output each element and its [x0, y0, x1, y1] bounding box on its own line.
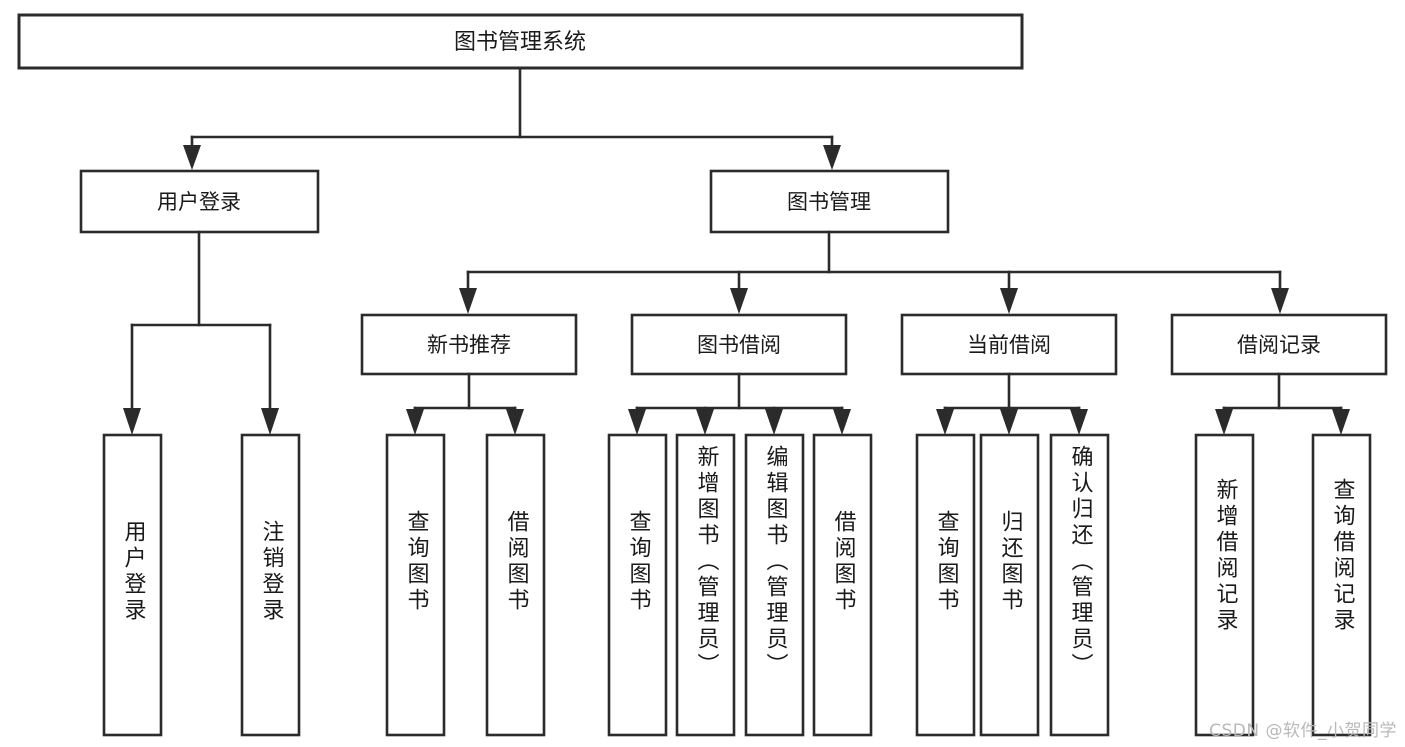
node-current-borrow-label: 当前借阅 — [967, 333, 1051, 357]
arrowhead-to-borrow-record — [1271, 288, 1289, 314]
node-root-label: 图书管理系统 — [454, 30, 586, 55]
leaf-boxes-new-book — [385, 433, 546, 737]
arrowhead-leaf-book-borrow-3 — [833, 409, 851, 435]
node-book-manage[interactable]: 图书管理 — [709, 169, 950, 234]
arrowhead-leaf-user-login-1 — [261, 408, 279, 435]
arrowhead-to-user-login — [183, 145, 201, 170]
connector-book-manage-to-level2 — [459, 230, 1289, 314]
node-new-book[interactable]: 新书推荐 — [360, 313, 578, 376]
connector-book-borrow-to-leaves — [628, 372, 851, 435]
leaf-box-user-login-1[interactable] — [240, 433, 301, 737]
leaf-box-new-book-1[interactable] — [485, 433, 546, 737]
leaf-box-borrow-record-1[interactable] — [1311, 433, 1372, 737]
node-user-login-box — [79, 169, 320, 234]
leaf-box-book-borrow-1[interactable] — [675, 433, 736, 737]
arrowhead-to-current-borrow — [1000, 288, 1018, 314]
leaf-box-new-book-0[interactable] — [385, 433, 446, 737]
node-new-book-label: 新书推荐 — [427, 333, 511, 357]
arrowhead-leaf-current-borrow-0 — [936, 409, 954, 435]
arrowhead-leaf-book-borrow-2 — [765, 409, 783, 435]
arrowhead-leaf-borrow-record-1 — [1332, 409, 1350, 435]
node-book-borrow[interactable]: 图书借阅 — [630, 313, 848, 376]
connector-user-login-to-leaves — [123, 230, 279, 435]
leaf-box-book-borrow-3[interactable] — [812, 433, 873, 737]
node-root[interactable]: 图书管理系统 — [17, 13, 1024, 70]
connector-root-to-level1 — [183, 66, 841, 170]
leaf-boxes-user-login — [102, 433, 301, 737]
connector-borrow-record-to-leaves — [1215, 372, 1350, 435]
leaf-box-book-borrow-0[interactable] — [607, 433, 668, 737]
arrowhead-leaf-new-book-0 — [406, 409, 424, 435]
arrowhead-leaf-borrow-record-0 — [1215, 409, 1233, 435]
leaf-box-user-login-0[interactable] — [102, 433, 163, 737]
arrowhead-to-book-borrow — [730, 288, 748, 314]
leaf-box-current-borrow-2[interactable] — [1049, 433, 1110, 737]
arrowhead-leaf-current-borrow-2 — [1070, 409, 1088, 435]
node-root-box — [17, 13, 1024, 70]
arrowhead-leaf-book-borrow-0 — [628, 409, 646, 435]
arrowhead-leaf-new-book-1 — [506, 409, 524, 435]
connector-current-borrow-to-leaves — [936, 372, 1088, 435]
leaf-box-borrow-record-0[interactable] — [1194, 433, 1255, 737]
node-current-borrow[interactable]: 当前借阅 — [900, 313, 1118, 376]
watermark-text: CSDN @软件_小贺同学 — [1209, 721, 1397, 741]
connector-new-book-to-leaves — [406, 372, 524, 435]
arrowhead-leaf-book-borrow-1 — [696, 409, 714, 435]
arrowhead-to-book-manage — [823, 145, 841, 170]
leaf-box-book-borrow-2[interactable] — [744, 433, 805, 737]
leaf-boxes-current-borrow — [915, 433, 1110, 737]
node-user-login[interactable]: 用户登录 — [79, 169, 320, 234]
node-new-book-box — [360, 313, 578, 376]
node-book-manage-label: 图书管理 — [787, 190, 871, 214]
leaf-box-current-borrow-1[interactable] — [979, 433, 1040, 737]
node-current-borrow-box — [900, 313, 1118, 376]
leaf-box-current-borrow-0[interactable] — [915, 433, 976, 737]
leaf-boxes-borrow-record — [1194, 433, 1372, 737]
arrowhead-leaf-user-login-0 — [123, 408, 141, 435]
leaf-boxes-book-borrow — [607, 433, 873, 737]
arrowhead-to-new-book — [459, 288, 477, 314]
node-book-borrow-label: 图书借阅 — [697, 333, 781, 357]
node-borrow-record-label: 借阅记录 — [1237, 333, 1321, 357]
arrowhead-leaf-current-borrow-1 — [1000, 409, 1018, 435]
node-user-login-label: 用户登录 — [157, 190, 241, 214]
node-borrow-record[interactable]: 借阅记录 — [1170, 313, 1388, 376]
